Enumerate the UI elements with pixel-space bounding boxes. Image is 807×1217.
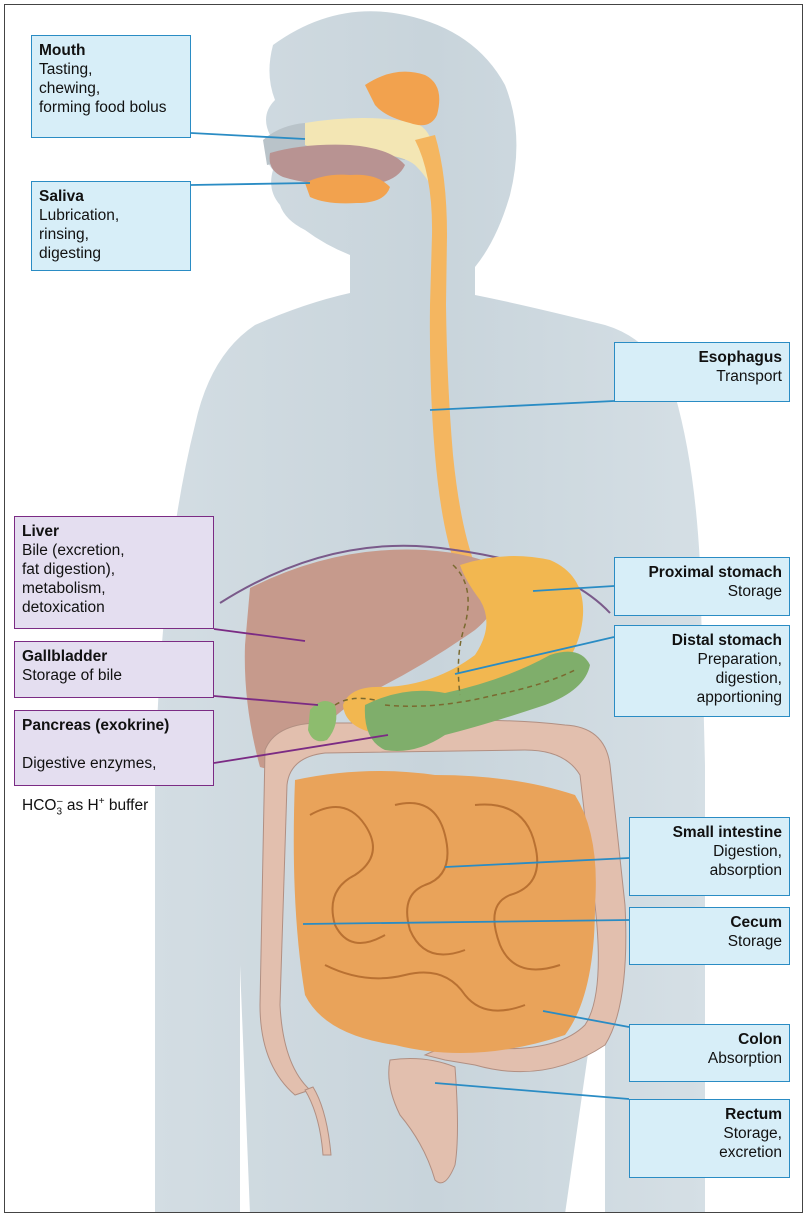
hco-text: HCO (22, 797, 56, 814)
gallbladder-title: Gallbladder (22, 647, 206, 666)
label-small-intestine: Small intestine Digestion, absorption (629, 817, 790, 896)
as-h-text: as H (63, 797, 99, 814)
label-mouth: Mouth Tasting, chewing, forming food bol… (31, 35, 191, 138)
cecum-title: Cecum (637, 913, 782, 932)
colon-title: Colon (637, 1030, 782, 1049)
proximal-stomach-title: Proximal stomach (622, 563, 782, 582)
label-distal-stomach: Distal stomach Preparation, digestion, a… (614, 625, 790, 717)
liver-description: Bile (excretion, fat digestion), metabol… (22, 541, 206, 617)
hco-subscript: 3 (56, 806, 62, 817)
buffer-text: buffer (105, 797, 149, 814)
saliva-title: Saliva (39, 187, 183, 206)
proximal-stomach-description: Storage (622, 582, 782, 601)
label-esophagus: Esophagus Transport (614, 342, 790, 402)
distal-stomach-title: Distal stomach (622, 631, 782, 650)
mouth-title: Mouth (39, 41, 183, 60)
liver-title: Liver (22, 522, 206, 541)
pancreas-description: Digestive enzymes, HCO3– as H+ buffer (22, 735, 206, 821)
label-gallbladder: Gallbladder Storage of bile (14, 641, 214, 698)
salivary-gland (305, 175, 390, 204)
label-pancreas: Pancreas (exokrine) Digestive enzymes, H… (14, 710, 214, 786)
label-rectum: Rectum Storage, excretion (629, 1099, 790, 1178)
small-intestine-organ (294, 771, 596, 1053)
small-intestine-title: Small intestine (637, 823, 782, 842)
label-liver: Liver Bile (excretion, fat digestion), m… (14, 516, 214, 629)
esophagus-title: Esophagus (622, 348, 782, 367)
colon-description: Absorption (637, 1049, 782, 1068)
distal-stomach-description: Preparation, digestion, apportioning (622, 650, 782, 707)
gallbladder-description: Storage of bile (22, 666, 206, 685)
esophagus-description: Transport (622, 367, 782, 386)
small-intestine-description: Digestion, absorption (637, 842, 782, 880)
label-colon: Colon Absorption (629, 1024, 790, 1082)
label-proximal-stomach: Proximal stomach Storage (614, 557, 790, 616)
cecum-description: Storage (637, 932, 782, 951)
pancreas-title: Pancreas (exokrine) (22, 716, 206, 735)
saliva-description: Lubrication, rinsing, digesting (39, 206, 183, 263)
label-saliva: Saliva Lubrication, rinsing, digesting (31, 181, 191, 271)
pancreas-desc-line1: Digestive enzymes, (22, 755, 156, 772)
figure-frame: Mouth Tasting, chewing, forming food bol… (4, 4, 803, 1213)
mouth-description: Tasting, chewing, forming food bolus (39, 60, 183, 117)
rectum-description: Storage, excretion (637, 1124, 782, 1162)
rectum-title: Rectum (637, 1105, 782, 1124)
label-cecum: Cecum Storage (629, 907, 790, 965)
